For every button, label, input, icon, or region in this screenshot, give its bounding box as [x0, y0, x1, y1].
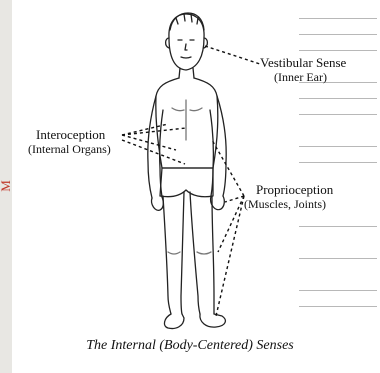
interoception-title: Interoception	[36, 127, 105, 142]
proprioception-title: Proprioception	[256, 182, 333, 197]
vestibular-leader	[205, 46, 260, 64]
interoception-leader-b	[122, 128, 186, 135]
proprioception-leader-d	[216, 196, 244, 316]
vestibular-subtitle: (Inner Ear)	[274, 70, 346, 85]
proprioception-leader-b	[225, 196, 244, 202]
hair	[170, 13, 204, 30]
shorts	[160, 168, 213, 197]
interoception-subtitle: (Internal Organs)	[28, 142, 111, 157]
right-foot	[200, 314, 225, 327]
figure-caption: The Internal (Body-Centered) Senses	[0, 338, 380, 354]
vestibular-title: Vestibular Sense	[260, 55, 346, 70]
proprioception-label: Proprioception (Muscles, Joints)	[244, 182, 333, 212]
proprioception-leader-c	[218, 196, 244, 252]
vestibular-label: Vestibular Sense (Inner Ear)	[260, 55, 346, 85]
proprioception-subtitle: (Muscles, Joints)	[244, 197, 333, 212]
interoception-label: Interoception (Internal Organs)	[36, 127, 111, 157]
left-foot	[164, 314, 184, 329]
left-leg	[163, 192, 184, 314]
head	[169, 14, 204, 70]
torso	[156, 78, 218, 168]
proprioception-leader-a	[212, 140, 244, 196]
